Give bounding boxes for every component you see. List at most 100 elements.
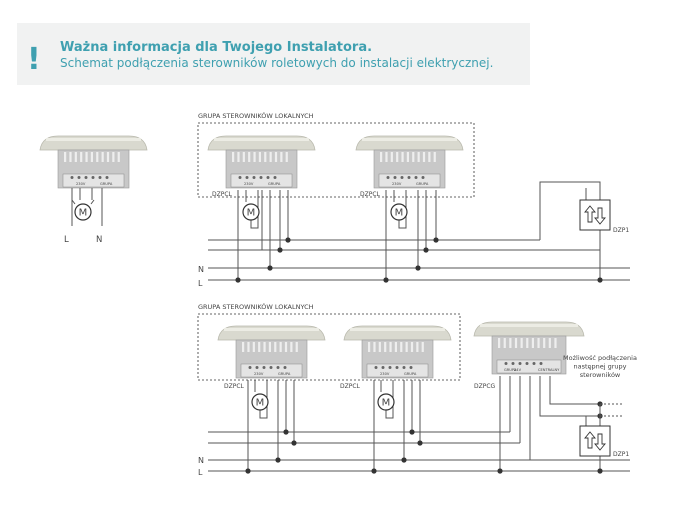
wire [549, 376, 600, 405]
junction-dot [497, 468, 503, 474]
motor-symbol: M [79, 208, 88, 219]
controller-fin [417, 152, 420, 162]
terminal-screw [414, 176, 418, 179]
next-group-note: Możliwość podłączenia [563, 354, 637, 362]
motor-icon [390, 203, 408, 221]
controller-fin [290, 342, 293, 352]
controller-fin [396, 152, 399, 162]
junction-dot [277, 247, 283, 253]
junction-dot [401, 457, 407, 463]
junction-dot [285, 237, 291, 243]
controller-fin [422, 152, 426, 162]
next-group-note: następnej grupy [573, 363, 626, 371]
phase-label: L [64, 235, 69, 245]
controller-fin [285, 152, 288, 162]
terminal-screw [262, 366, 266, 369]
controller-fin [548, 338, 551, 348]
junction-dot [245, 468, 251, 474]
dzp1-switch [579, 425, 611, 457]
local-controller [343, 325, 452, 379]
group-label: GRUPA STEROWNIKÓW LOKALNYCH [198, 111, 314, 120]
controller-fin [400, 342, 403, 352]
controller-fin [378, 342, 381, 352]
terminal-screw [269, 366, 273, 369]
controller-fin [389, 342, 392, 352]
terminal-label: 24V [514, 368, 522, 372]
terminal-screw [381, 366, 385, 369]
controller-fin [416, 342, 419, 352]
controller-fin [385, 152, 388, 162]
terminal-strip [378, 173, 441, 188]
controller-fin [405, 342, 408, 352]
terminal-screw [504, 362, 508, 365]
terminal-screw [255, 366, 259, 369]
controller-fin [531, 338, 535, 348]
controller-fin [412, 152, 415, 162]
neutral-label: N [96, 235, 102, 245]
junction-dot [383, 277, 389, 283]
controller-fin [106, 152, 110, 162]
terminal-screw [77, 176, 81, 179]
terminal-screw [539, 362, 543, 365]
terminal-screw [105, 176, 109, 179]
terminal-screw [407, 176, 411, 179]
controller-fin [101, 152, 104, 162]
controller-fin [242, 152, 245, 162]
junction-dot [371, 468, 377, 474]
controller-fin [373, 342, 376, 352]
wire [539, 181, 601, 240]
terminal-screw [402, 366, 406, 369]
junction-dot [409, 429, 415, 435]
controller-plate-highlight [350, 328, 445, 331]
exclamation-icon: ! [27, 42, 41, 77]
controller-fin [537, 338, 540, 348]
terminal-screw [266, 176, 270, 179]
controller-fin [520, 338, 523, 348]
terminal-strip [230, 173, 293, 188]
controller-fin [268, 342, 272, 352]
controller-fin [69, 152, 72, 162]
controller-fin [433, 152, 436, 162]
controller-fin [242, 342, 245, 352]
local-controller [355, 135, 464, 189]
controller-fin [509, 338, 512, 348]
controller-fin [253, 152, 256, 162]
terminal-screw [400, 176, 404, 179]
controller-fin [117, 152, 120, 162]
switch-label: DZP1 [613, 227, 629, 234]
terminal-label: 230V [76, 182, 86, 186]
controller-plate-highlight [362, 138, 457, 141]
controller-fin [232, 152, 235, 162]
terminal-label: 230V [380, 372, 390, 376]
device-label: DZPCL [212, 191, 233, 198]
controller-fin [514, 338, 518, 348]
terminal-label: 230V [254, 372, 264, 376]
terminal-screw [374, 366, 378, 369]
motor-symbol: M [247, 208, 256, 219]
junction-dot [597, 277, 603, 283]
terminal-screw [259, 176, 263, 179]
terminal-screw [84, 176, 88, 179]
neutral-label: N [198, 265, 204, 274]
motor-symbol: M [395, 208, 404, 219]
phase-label: L [198, 468, 203, 477]
controller-fin [274, 152, 278, 162]
controller-fin [410, 342, 414, 352]
terminal-screw [388, 366, 392, 369]
junction-dot [235, 277, 241, 283]
central-controller [473, 321, 585, 375]
controller-fin [295, 342, 298, 352]
controller-fin [264, 152, 267, 162]
controller-fin [112, 152, 115, 162]
motor-symbol: M [382, 398, 391, 409]
terminal-screw [245, 176, 249, 179]
terminal-screw [518, 362, 522, 365]
local-controller [39, 135, 148, 189]
device-label: DZPCL [224, 383, 245, 390]
junction-dot [291, 440, 297, 446]
terminal-screw [248, 366, 252, 369]
terminal-label: GRUPA [100, 182, 113, 186]
terminal-label: 230V [392, 182, 402, 186]
controller-plate-highlight [480, 324, 578, 327]
